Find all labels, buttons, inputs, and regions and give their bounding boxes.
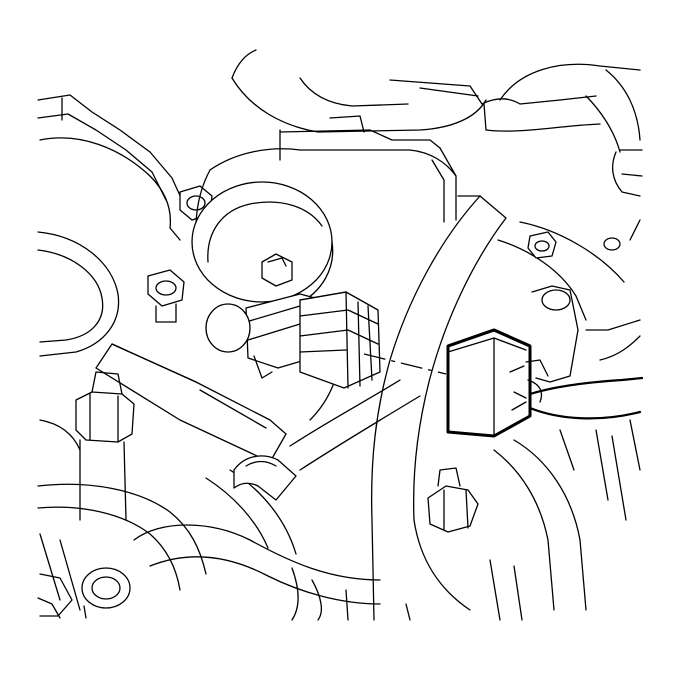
hex-bolt-right [527,231,557,259]
harness-conduit-diagonal [95,343,287,463]
lower-harness-sweep [133,469,381,605]
harness-connector-female [446,328,532,438]
solenoid-body [195,115,457,263]
central-conduit-sweep [370,195,507,621]
top-housing [231,49,487,133]
left-pipe-fitting [75,371,135,521]
lower-left-hoses [37,419,207,619]
connector-leader-line [363,353,447,375]
hex-bolt-left [147,269,185,323]
middle-elbow-harness [233,349,421,501]
harness-connector-male [205,253,381,389]
right-side-assembly [493,219,641,611]
upper-left-round-component [37,94,183,241]
lower-center-bundle [291,559,523,621]
hex-nut-center [427,467,479,533]
female-connector-wires [525,359,644,420]
lower-left-fitting [37,567,131,619]
cylinder-end-cap [191,181,334,305]
left-oval-ring [37,231,120,357]
upper-right-hose [481,63,643,197]
